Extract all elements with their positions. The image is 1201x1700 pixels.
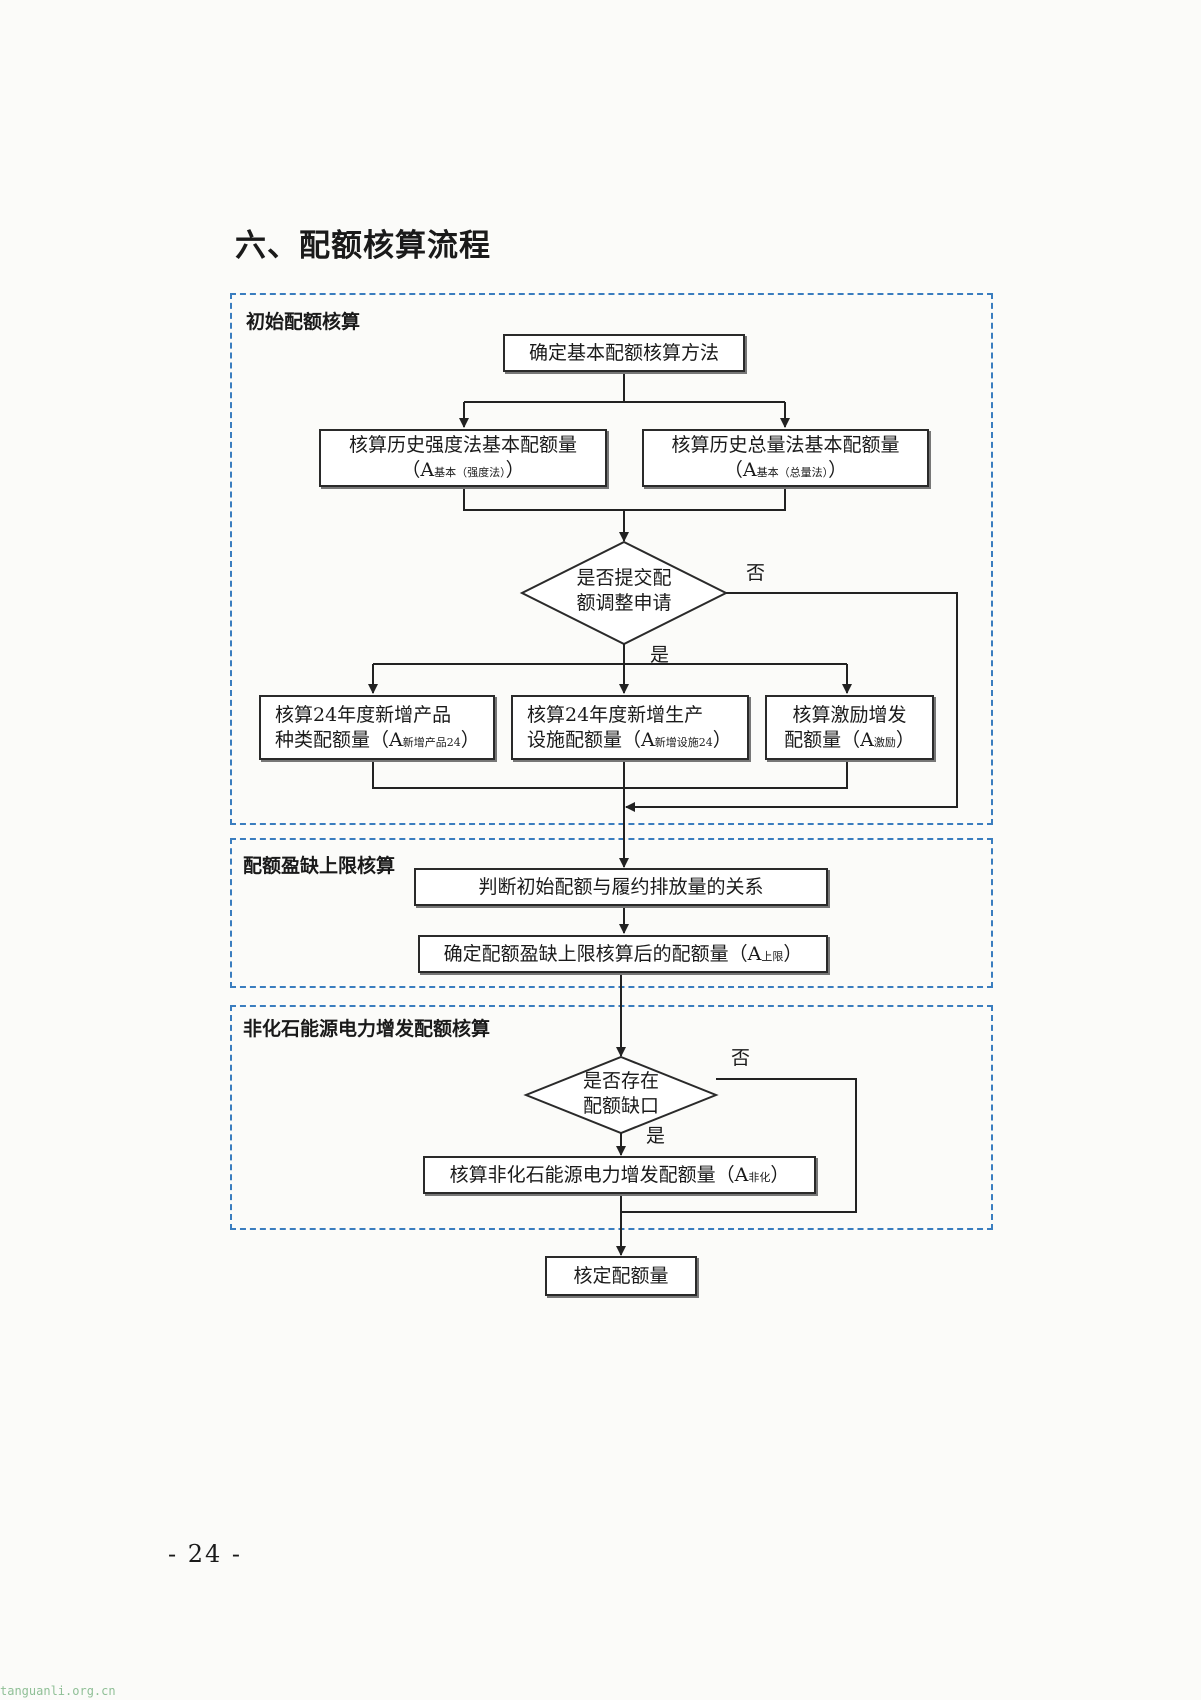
- nonfossil-calc-box: 核算非化石能源电力增发配额量（A非化）: [423, 1156, 816, 1194]
- new-facility-box: 核算24年度新增生产 设施配额量（A新增设施24）: [511, 695, 749, 760]
- final-allocation-box: 核定配额量: [545, 1256, 697, 1296]
- section-label-cap: 配额盈缺上限核算: [243, 855, 396, 877]
- intensity-method-box: 核算历史强度法基本配额量 （A基本（强度法））: [319, 429, 607, 487]
- decision-adjust-application: 是否提交配 额调整申请: [576, 567, 672, 614]
- incentive-box: 核算激励增发 配额量（A激励）: [765, 695, 934, 760]
- cap-result-box: 确定配额盈缺上限核算后的配额量（A上限）: [418, 935, 828, 973]
- total-method-box: 核算历史总量法基本配额量 （A基本（总量法））: [642, 429, 929, 487]
- decision2-no-label: 否: [731, 1047, 751, 1069]
- page-heading: 六、配额核算流程: [235, 228, 491, 264]
- decision1-no-label: 否: [746, 562, 766, 584]
- determine-method-box: 确定基本配额核算方法: [503, 334, 745, 372]
- section-label-initial: 初始配额核算: [246, 311, 361, 333]
- decision2-yes-label: 是: [646, 1125, 666, 1147]
- section-cap-calculation: [230, 838, 993, 988]
- page-number: - 24 -: [168, 1540, 243, 1568]
- decision1-yes-label: 是: [650, 644, 670, 666]
- section-nonfossil: [230, 1005, 993, 1230]
- new-product-box: 核算24年度新增产品 种类配额量（A新增产品24）: [259, 695, 495, 760]
- section-initial-allocation: [230, 293, 993, 825]
- section-label-nonfossil: 非化石能源电力增发配额核算: [243, 1018, 491, 1040]
- decision-allocation-gap: 是否存在 配额缺口: [582, 1070, 659, 1117]
- watermark: tanguanli.org.cn: [0, 1684, 116, 1698]
- judge-relation-box: 判断初始配额与履约排放量的关系: [414, 868, 828, 906]
